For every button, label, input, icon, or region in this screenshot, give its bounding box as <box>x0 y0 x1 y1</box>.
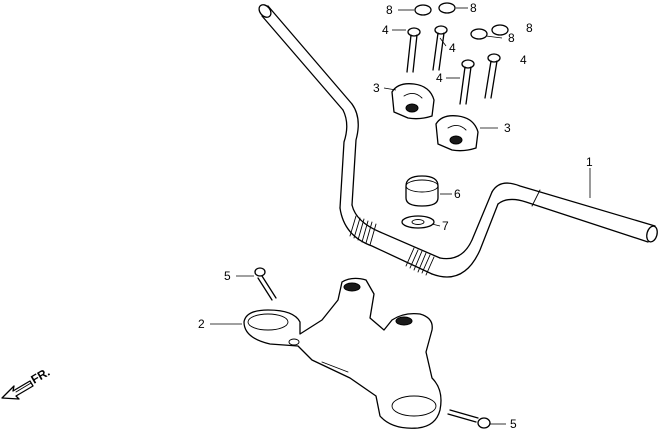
holder-bolt-1 <box>406 27 421 73</box>
top-bridge <box>243 277 442 429</box>
callout-3-b: 3 <box>504 121 511 135</box>
pinch-bolt-upper <box>254 267 277 301</box>
callout-1: 1 <box>586 155 593 169</box>
front-arrow: FR. <box>1 365 52 400</box>
holder-bolt-2 <box>432 25 448 71</box>
callout-8-c: 8 <box>526 21 533 35</box>
callout-7: 7 <box>442 219 449 233</box>
bolt-cap-3 <box>470 28 488 40</box>
bolt-cap-1 <box>414 4 432 16</box>
callout-4-b: 4 <box>449 41 456 55</box>
upper-holder-right <box>435 115 479 152</box>
callout-5-b: 5 <box>510 417 517 431</box>
knurl-left <box>349 215 377 246</box>
holder-bolt-3 <box>459 59 475 105</box>
bolt-cap-2 <box>438 2 456 14</box>
callout-8-a: 8 <box>386 3 393 17</box>
washer <box>401 215 435 229</box>
callout-3-a: 3 <box>373 81 380 95</box>
callout-6: 6 <box>454 187 461 201</box>
callout-8-d: 8 <box>508 31 515 45</box>
holder-bolt-4 <box>484 53 501 99</box>
callout-4-c: 4 <box>520 53 527 67</box>
callout-8-b: 8 <box>470 1 477 15</box>
callout-4-d: 4 <box>436 71 443 85</box>
leader-lines <box>210 7 591 425</box>
handlebar <box>258 4 658 278</box>
callout-2: 2 <box>198 317 205 331</box>
callout-4-a: 4 <box>382 23 389 37</box>
steering-stem-nut <box>405 175 439 207</box>
callout-5-a: 5 <box>224 269 231 283</box>
bolt-cap-4 <box>491 24 509 36</box>
upper-holder-left <box>391 83 435 120</box>
knurl-right <box>405 247 435 276</box>
callout-numbers: 8 8 8 8 4 4 4 4 3 3 1 6 7 5 2 5 <box>198 1 593 431</box>
pinch-bolt-lower <box>447 409 491 429</box>
